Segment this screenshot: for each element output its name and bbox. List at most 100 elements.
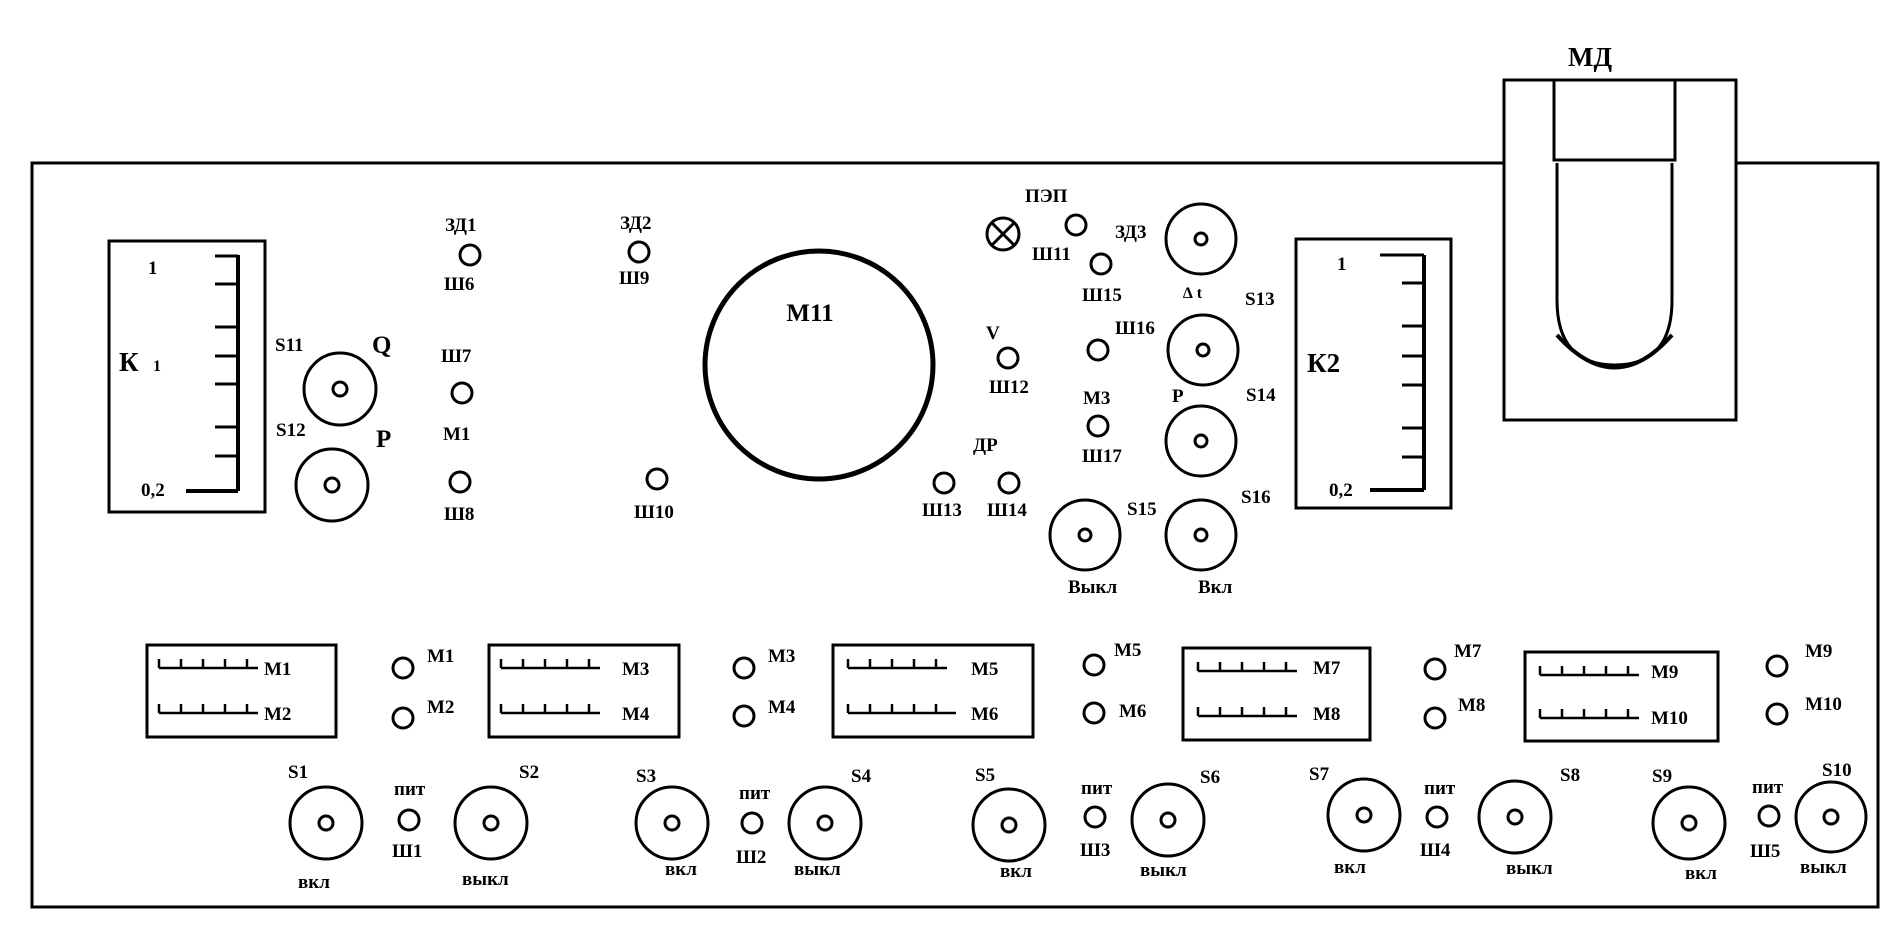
module-3-s-right: S6 — [1200, 767, 1220, 788]
s9-switch[interactable] — [1651, 785, 1727, 861]
dr-label: ДР — [973, 435, 998, 456]
k2-gauge: 1 0,2 К2 — [1294, 237, 1453, 510]
module-2-lamp-bottom — [732, 704, 756, 728]
m1-top-label: М1 — [443, 424, 470, 445]
s2-switch[interactable] — [453, 785, 529, 861]
module-3-sh: Ш3 — [1080, 840, 1110, 861]
s13-label: S13 — [1245, 289, 1275, 310]
module-3-pit: пит — [1081, 778, 1113, 799]
s6-switch[interactable] — [1130, 782, 1206, 858]
sh11-jack[interactable] — [1064, 213, 1088, 237]
module-4-pit: пит — [1424, 778, 1456, 799]
module-2-s-right: S4 — [851, 766, 872, 787]
sh14-jack[interactable] — [997, 471, 1021, 495]
sh10-jack[interactable] — [645, 467, 669, 491]
pep-lamp-icon — [985, 216, 1021, 252]
s15-off-label: Выкл — [1068, 577, 1117, 598]
s1-switch[interactable] — [288, 785, 364, 861]
sh8-label: Ш8 — [444, 504, 474, 525]
k2-scale-bottom: 0,2 — [1329, 480, 1353, 501]
module-3-lamp-bottom-label: М6 — [1119, 701, 1146, 722]
m3-top-label: М3 — [1083, 388, 1110, 409]
module-5-on: вкл — [1685, 863, 1717, 884]
module-3-lamp-bottom — [1082, 701, 1106, 725]
s14-knob[interactable] — [1164, 404, 1238, 478]
module-2-pit: пит — [739, 783, 771, 804]
module-2-s-left: S3 — [636, 766, 656, 787]
dt-knob[interactable] — [1164, 202, 1238, 276]
module-3: М5 М6 М5 М6 S5 S6 пит Ш3 вкл выкл — [831, 640, 1220, 882]
module-2-lamp-top — [732, 656, 756, 680]
s14-label: S14 — [1246, 385, 1276, 406]
sh3-jack[interactable] — [1083, 805, 1107, 829]
module-5-s-left: S9 — [1652, 766, 1672, 787]
s15-label: S15 — [1127, 499, 1157, 520]
module-5-s-right: S10 — [1822, 760, 1852, 781]
s16-knob[interactable] — [1164, 498, 1238, 572]
module-5-lamp-top-label: М9 — [1805, 641, 1832, 662]
module-1-lamp-top-label: М1 — [427, 646, 454, 667]
module-2-on: вкл — [665, 859, 697, 880]
s12-knob[interactable] — [294, 447, 370, 523]
s4-switch[interactable] — [787, 785, 863, 861]
module-5-off: выкл — [1800, 857, 1847, 878]
s11-knob[interactable] — [302, 351, 378, 427]
module-4: М7 М8 М7 М8 S7 S8 пит Ш4 вкл выкл — [1181, 641, 1580, 879]
sh14-label: Ш14 — [987, 500, 1027, 521]
zd3-label: ЗД3 — [1115, 222, 1146, 243]
module-1-pit: пит — [394, 779, 426, 800]
module-5-pit: пит — [1752, 777, 1784, 798]
sh8-jack[interactable] — [448, 470, 472, 494]
s7-switch[interactable] — [1326, 777, 1402, 853]
p-label: P — [376, 426, 391, 453]
sh12-jack[interactable] — [996, 346, 1020, 370]
s10-switch[interactable] — [1794, 780, 1868, 854]
sh4-jack[interactable] — [1425, 805, 1449, 829]
module-4-bottom-label: М8 — [1313, 704, 1340, 725]
m7-m8-indicator — [1181, 646, 1372, 742]
module-5-lamp-top — [1765, 654, 1789, 678]
module-3-on: вкл — [1000, 861, 1032, 882]
md-vessel: МД — [1502, 42, 1738, 422]
sh5-jack[interactable] — [1757, 804, 1781, 828]
module-3-off: выкл — [1140, 860, 1187, 881]
module-5-bottom-label: М10 — [1651, 708, 1688, 729]
module-2: М3 М4 М3 М4 S3 S4 пит Ш2 вкл выкл — [487, 643, 872, 880]
k2-gauge-frame — [1294, 237, 1453, 510]
m11-label: М11 — [786, 300, 833, 327]
module-3-bottom-label: М6 — [971, 704, 998, 725]
m1-m2-indicator — [145, 643, 338, 739]
sh7-label: Ш7 — [441, 346, 472, 367]
s13-knob[interactable] — [1166, 313, 1240, 387]
module-4-top-label: М7 — [1313, 658, 1341, 679]
s16-on-label: Вкл — [1198, 577, 1233, 598]
s8-switch[interactable] — [1477, 779, 1553, 855]
module-1-lamp-bottom-label: М2 — [427, 697, 454, 718]
m11-dial: М11 — [702, 248, 936, 482]
sh13-jack[interactable] — [932, 471, 956, 495]
module-1-bottom-label: М2 — [264, 704, 291, 725]
module-1-s-right: S2 — [519, 762, 539, 783]
module-2-top-label: М3 — [622, 659, 649, 680]
module-2-bottom-label: М4 — [622, 704, 650, 725]
panel-frame — [30, 161, 1880, 909]
module-5-sh: Ш5 — [1750, 841, 1780, 862]
md-title: МД — [1568, 42, 1612, 72]
s3-switch[interactable] — [634, 785, 710, 861]
s5-switch[interactable] — [971, 787, 1047, 863]
k1-gauge-frame — [107, 239, 267, 514]
sh9-jack[interactable] — [627, 240, 651, 264]
sh2-jack[interactable] — [740, 811, 764, 835]
sh6-jack[interactable] — [458, 243, 482, 267]
sh16-jack[interactable] — [1086, 338, 1110, 362]
module-5-lamp-bottom — [1765, 702, 1789, 726]
s15-knob[interactable] — [1048, 498, 1122, 572]
zd1-label: ЗД1 — [445, 215, 476, 236]
sh7-jack[interactable] — [450, 381, 474, 405]
m5-m6-indicator — [831, 643, 1035, 739]
sh17-jack[interactable] — [1086, 414, 1110, 438]
sh1-jack[interactable] — [397, 808, 421, 832]
module-4-lamp-bottom-label: М8 — [1458, 695, 1485, 716]
sh15-jack[interactable] — [1089, 252, 1113, 276]
k1-gauge: 1 0,2 К 1 — [107, 239, 267, 514]
